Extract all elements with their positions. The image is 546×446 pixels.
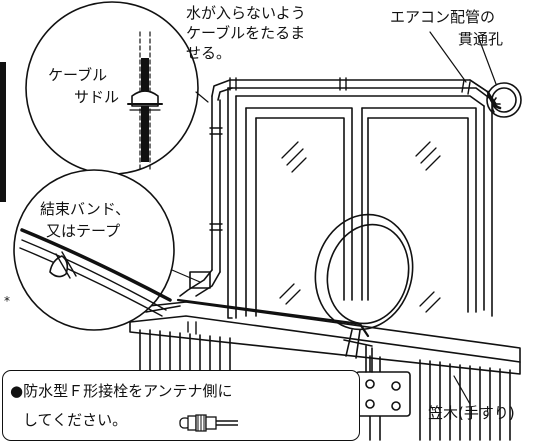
saddle-leader: [195, 91, 209, 103]
cable-saddle-line1: ケーブル: [48, 66, 108, 84]
water-note-line2: ケーブルをたるま: [186, 24, 306, 42]
aircon-leader: [477, 35, 497, 85]
cable-saddle-detail: [25, 1, 199, 175]
aircon-hole: [486, 82, 522, 118]
connector-note-box: ●防水型Ｆ形接栓をアンテナ側に してください。: [2, 370, 360, 441]
f-connector-icon: [179, 414, 238, 432]
water-note-leader: [429, 31, 467, 83]
water-note-line3: せる。: [186, 44, 232, 62]
balcony-railing: [129, 298, 521, 441]
binding-band-line2: 又はテープ: [46, 222, 121, 240]
edge-mark: *: [4, 294, 10, 308]
water-note-line1: 水が入らないよう: [186, 4, 306, 22]
binding-band-line1: 結束バンド、: [40, 200, 131, 218]
railing-label: 笠木(手すり): [428, 404, 515, 422]
window-frame: [227, 87, 493, 319]
binding-band-detail: [13, 169, 175, 331]
aircon-hole-line2: 貫通孔: [458, 30, 504, 48]
railing-leader: [453, 375, 471, 405]
connector-note-line1: ●防水型Ｆ形接栓をアンテナ側に: [10, 380, 233, 401]
connector-note-line2: してください。: [23, 411, 128, 429]
band-leader: [171, 269, 201, 283]
bullet-symbol: ●: [10, 382, 24, 400]
cable-saddle-line2: サドル: [74, 88, 120, 106]
junction-box: [189, 271, 211, 289]
aircon-hole-line1: エアコン配管の: [390, 8, 496, 26]
connector-note-text1: 防水型Ｆ形接栓をアンテナ側に: [23, 382, 233, 400]
page-edge-strip: [0, 62, 6, 202]
